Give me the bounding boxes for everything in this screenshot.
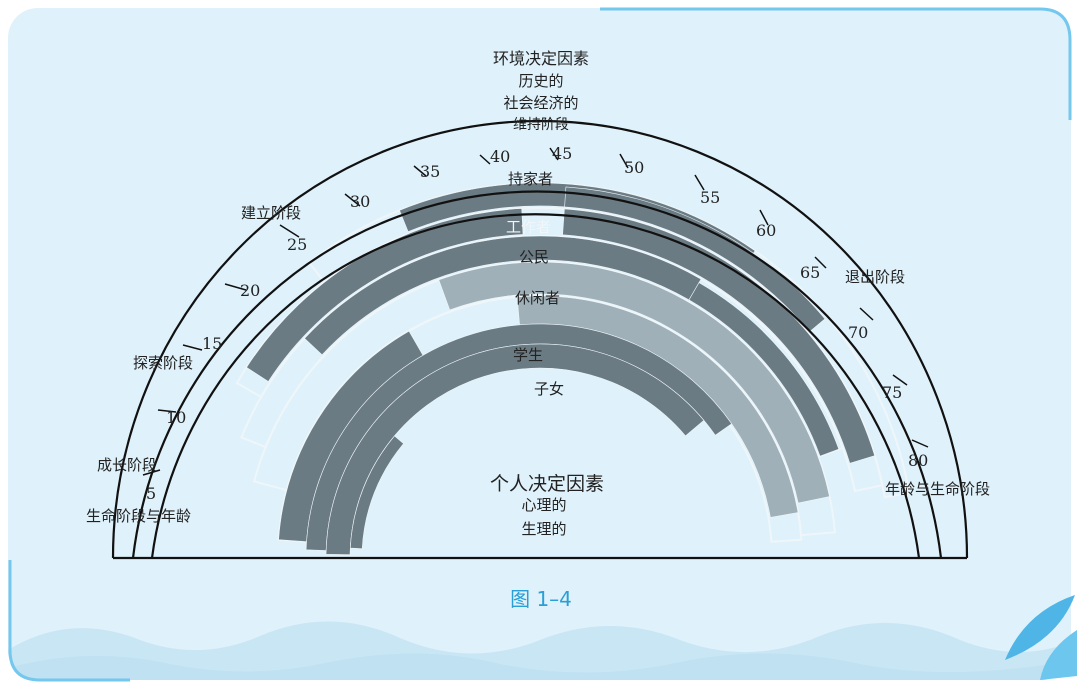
outer-arc <box>111 119 969 559</box>
role-worker: 工作者 <box>506 218 552 236</box>
inner-arc <box>150 213 921 559</box>
stage-arcs <box>111 119 969 560</box>
role-citizen: 公民 <box>519 248 550 266</box>
age-label-80: 80 <box>908 451 929 470</box>
age-label-70: 70 <box>848 323 869 342</box>
child-band <box>325 343 705 556</box>
age-label-10: 10 <box>166 408 187 427</box>
life-role-bands <box>235 182 911 556</box>
bottom-waves <box>8 621 1071 680</box>
citizen-band-right <box>688 282 840 457</box>
header-environment: 环境决定因素 <box>492 49 590 68</box>
figure-caption: 图 1–4 <box>510 587 572 611</box>
age-label-40: 40 <box>490 147 511 166</box>
worker-band <box>246 208 524 382</box>
role-leisurite: 休闲者 <box>515 289 561 307</box>
age-label-55: 55 <box>700 188 721 207</box>
header-socioeconomic: 社会经济的 <box>503 94 579 112</box>
age-label-45: 45 <box>552 144 573 163</box>
personal-biological: 生理的 <box>521 520 567 538</box>
stage-growth: 成长阶段 <box>97 456 158 474</box>
role-student: 学生 <box>513 346 544 364</box>
age-label-30: 30 <box>350 192 371 211</box>
panel-border-bottom <box>8 560 130 682</box>
role-child: 子女 <box>534 380 565 398</box>
age-label-60: 60 <box>756 221 777 240</box>
stage-establishment: 建立阶段 <box>241 204 302 222</box>
personal-psychological: 心理的 <box>521 496 567 514</box>
header-historical: 历史的 <box>518 72 564 90</box>
worker-band-right <box>562 208 876 464</box>
leisure-band <box>438 261 830 504</box>
child-band-inner <box>349 435 405 550</box>
age-ticks <box>142 147 929 476</box>
leaf-decoration <box>1005 595 1077 680</box>
age-label-5: 5 <box>146 484 157 503</box>
age-label-20: 20 <box>240 281 261 300</box>
age-label-35: 35 <box>420 162 441 181</box>
age-label-25: 25 <box>287 235 308 254</box>
stage-life-age-left: 生命阶段与年龄 <box>86 507 192 525</box>
role-homemaker: 持家者 <box>508 170 554 188</box>
stage-age-life-right: 年龄与生命阶段 <box>885 480 991 498</box>
age-label-50: 50 <box>624 158 645 177</box>
stage-maintenance: 维持阶段 <box>513 117 569 133</box>
stage-decline: 退出阶段 <box>845 268 906 286</box>
age-label-15: 15 <box>202 334 223 353</box>
personal-title: 个人决定因素 <box>489 473 605 495</box>
age-label-65: 65 <box>800 263 821 282</box>
stage-exploration: 探索阶段 <box>133 354 194 372</box>
age-label-75: 75 <box>882 383 903 402</box>
middle-arc <box>131 190 943 559</box>
panel-border-top <box>600 7 1072 120</box>
